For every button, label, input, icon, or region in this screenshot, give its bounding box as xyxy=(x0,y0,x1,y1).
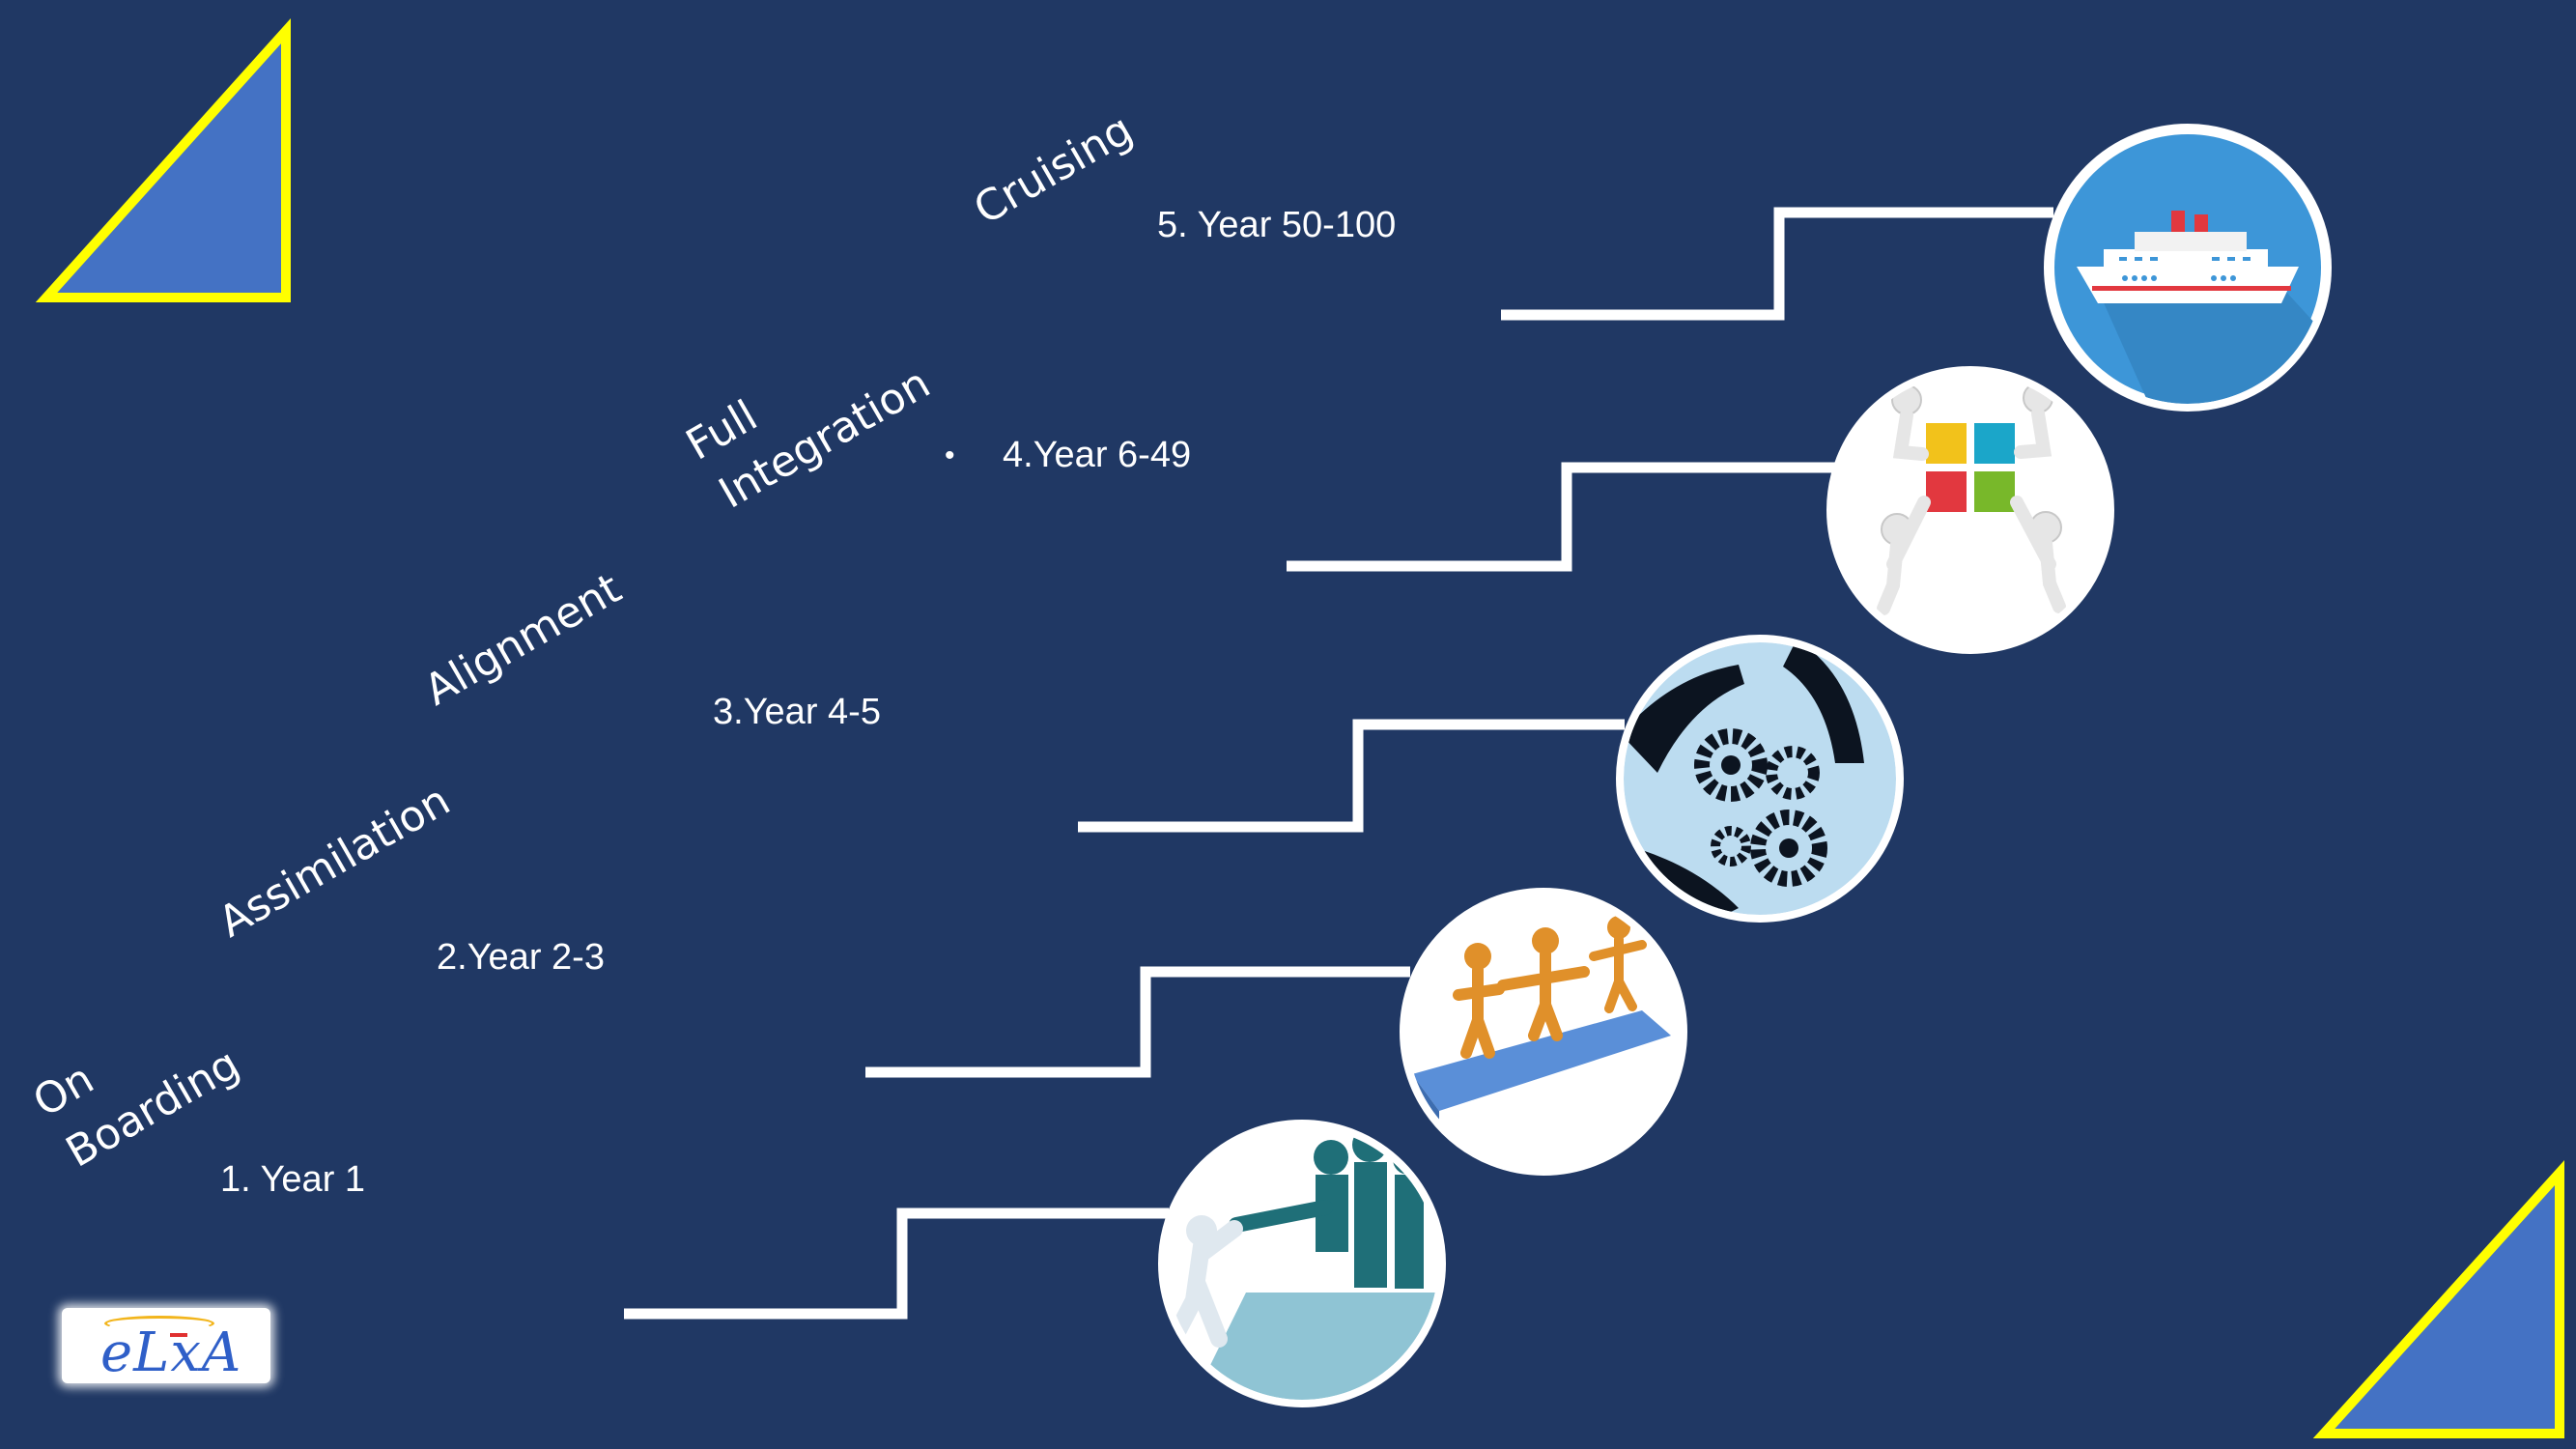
logo-text: eLxA xyxy=(100,1321,242,1384)
step-line-4 xyxy=(1287,462,1835,572)
step-line-2 xyxy=(865,966,1410,1078)
step-line-5 xyxy=(1501,207,2053,321)
cruise-ship-icon xyxy=(2044,124,2332,412)
corner-triangle-bottom-right xyxy=(2312,1160,2564,1438)
logo-accent-dash xyxy=(170,1333,187,1337)
hands-gears-icon xyxy=(1616,635,1904,923)
bullet-icon: • xyxy=(945,440,955,471)
people-helping-climb-icon xyxy=(1158,1120,1446,1407)
year-label-5: 5. Year 50-100 xyxy=(1157,205,1397,245)
year-label-2: 2.Year 2-3 xyxy=(437,937,605,978)
people-on-puzzle-icon xyxy=(1400,888,1687,1176)
halo-icon xyxy=(104,1316,214,1331)
puzzle-figures-icon xyxy=(1826,366,2114,654)
step-line-3 xyxy=(1078,719,1625,833)
year-label-1: 1. Year 1 xyxy=(220,1159,366,1200)
corner-triangle-top-left xyxy=(35,17,291,302)
step-line-1 xyxy=(624,1208,1169,1320)
elxa-logo: eLxA xyxy=(62,1308,270,1384)
year-label-3: 3.Year 4-5 xyxy=(713,692,881,732)
year-label-4: 4.Year 6-49 xyxy=(1003,435,1192,475)
